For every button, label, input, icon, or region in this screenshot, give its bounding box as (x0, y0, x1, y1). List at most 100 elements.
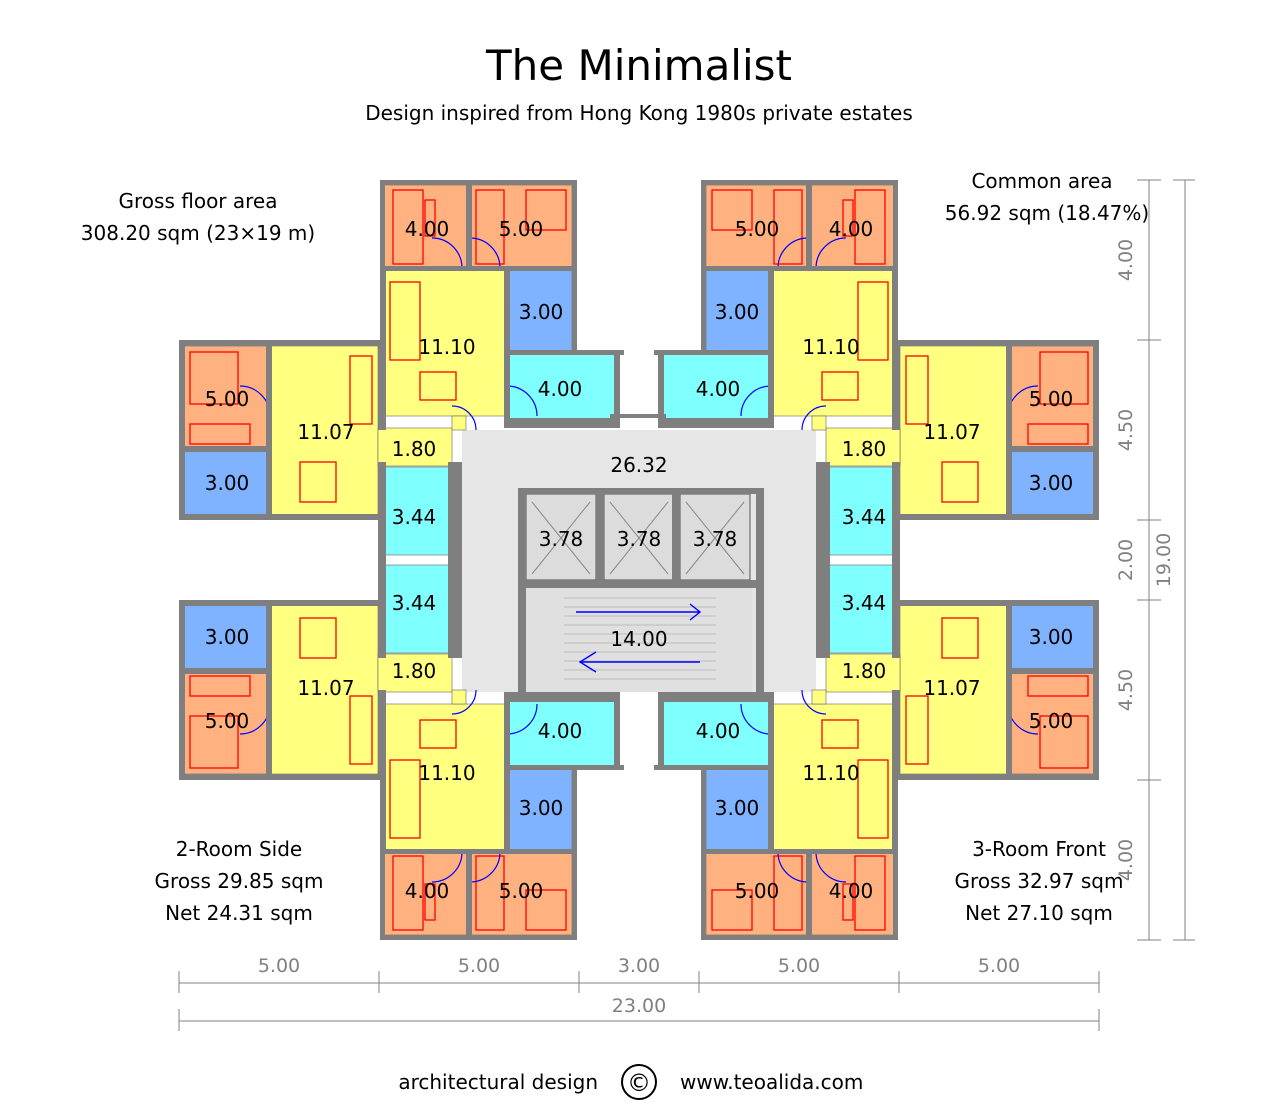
wall-tr-7 (658, 350, 664, 420)
living-furniture-bl-1 (419, 719, 457, 749)
dim-width-1: 5.00 (258, 955, 300, 977)
furniture-br-5 (1027, 675, 1089, 697)
kitchen-front-label-tl: 4.00 (538, 377, 583, 401)
dim-width-4: 5.00 (778, 955, 820, 977)
furniture-tl-2 (475, 189, 505, 265)
wall-br-0 (893, 845, 898, 940)
bedroom-side-tl (182, 345, 271, 451)
furniture-tl-3 (525, 189, 567, 231)
bath-side-bl (182, 604, 271, 671)
furniture-tr-4 (1039, 351, 1089, 405)
bedroom-side-label-tl: 5.00 (205, 387, 250, 411)
kitchen-front-label-br: 4.00 (696, 719, 741, 743)
door-arc-tl-1 (469, 237, 501, 269)
stair-arrow-up (576, 603, 702, 621)
bedroom-large-label-bl: 5.00 (499, 879, 544, 903)
lift-cross-b-3 (685, 501, 745, 575)
furniture-br-0 (854, 855, 886, 931)
unit-front-name: 3-Room Front (972, 837, 1106, 861)
dim-height-1: 4.00 (1115, 239, 1137, 281)
door-arc-br-0 (815, 851, 847, 883)
furniture-br-2 (773, 855, 803, 931)
dim-width-2: 5.00 (458, 955, 500, 977)
living-furniture-tr-2 (905, 355, 929, 425)
bedroom-large-label-br: 5.00 (735, 879, 780, 903)
living-front-tr (770, 269, 896, 417)
wall-bl-17 (184, 668, 272, 674)
copyright-symbol: © (627, 1069, 651, 1097)
wall-tl-17 (184, 446, 272, 452)
dim-total-width: 23.00 (612, 995, 666, 1017)
dim-height-5: 4.00 (1115, 839, 1137, 881)
kitchen-front-br (662, 700, 772, 767)
wall-bl-8 (504, 692, 620, 702)
furniture-tr-5 (1027, 423, 1089, 445)
dim-height-2: 4.50 (1115, 409, 1137, 451)
living-front-bl (382, 703, 508, 851)
wall-bl-5 (504, 694, 510, 854)
wall-tr-11 (899, 340, 1099, 346)
wall-bl-10 (179, 600, 185, 780)
furniture-bl-5 (189, 675, 251, 697)
wall-tl-1 (380, 180, 576, 185)
dim-total-height: 19.00 (1153, 533, 1175, 587)
living-furniture-br-0 (857, 759, 889, 839)
kitchen-front-label-tr: 4.00 (696, 377, 741, 401)
unit-side-net: Net 24.31 sqm (165, 901, 313, 925)
wall-br-5 (768, 694, 774, 854)
living-furniture-tl-3 (299, 461, 337, 503)
door-arc-br-1 (777, 851, 809, 883)
bedroom-side-label-bl: 5.00 (205, 709, 250, 733)
wall-bl-11 (179, 774, 379, 780)
page-subtitle: Design inspired from Hong Kong 1980s pri… (365, 101, 913, 125)
living-side-label-bl: 11.07 (297, 676, 354, 700)
furniture-tl-1 (424, 199, 436, 237)
core-wall-3 (518, 580, 762, 588)
hall-side-label-br: 1.80 (842, 659, 887, 683)
core-wall-2 (756, 488, 764, 588)
rooms-layer (182, 184, 1096, 936)
living-front-tl (382, 269, 508, 417)
wall-tr-15 (892, 462, 900, 562)
bath-front-tr (705, 269, 772, 355)
bedroom-small-label-bl: 4.00 (405, 879, 450, 903)
hall-side-br (825, 653, 901, 693)
kitchen-front-label-bl: 4.00 (538, 719, 583, 743)
stair-floor (526, 586, 752, 692)
bedroom-small-label-tr: 4.00 (829, 217, 874, 241)
wall-tr-5 (768, 266, 774, 426)
living-front-label-tl: 11.10 (418, 335, 475, 359)
wall-br-17 (1006, 668, 1094, 674)
footer-left-text: architectural design (398, 1070, 598, 1094)
dim-height-3: 2.00 (1115, 539, 1137, 581)
kitchen-side-bl (383, 564, 453, 654)
wall-br-11 (899, 774, 1099, 780)
hall-side-bl (377, 653, 453, 693)
hall-corner-tr (811, 415, 827, 431)
furniture-br-1 (842, 883, 854, 921)
living-furniture-tl-2 (349, 355, 373, 425)
furniture-tr-0 (854, 189, 886, 265)
wall-tr-10 (1093, 340, 1099, 520)
footer-website-link[interactable]: www.teoalida.com (680, 1070, 863, 1094)
kitchen-front-tl (506, 353, 616, 420)
wall-tr-1 (702, 180, 898, 185)
living-furniture-br-1 (821, 719, 859, 749)
bath-front-label-tl: 3.00 (519, 300, 564, 324)
wall-tr-0 (893, 180, 898, 275)
wall-tl-5 (504, 266, 510, 426)
living-furniture-bl-3 (299, 617, 337, 659)
furniture-br-4 (1039, 715, 1089, 769)
kitchen-side-label-bl: 3.44 (392, 591, 437, 615)
kitchen-side-tr (825, 466, 895, 556)
living-furniture-tl-1 (419, 371, 457, 401)
wall-br-16 (816, 558, 830, 658)
wall-tr-13 (1006, 340, 1012, 520)
lift-area-label-2: 3.78 (617, 527, 662, 551)
bedroom-small-label-tl: 4.00 (405, 217, 450, 241)
wall-br-3 (806, 850, 812, 940)
wall-br-6 (654, 765, 774, 770)
wall-bl-6 (504, 765, 624, 770)
bedroom-large-label-tl: 5.00 (499, 217, 544, 241)
